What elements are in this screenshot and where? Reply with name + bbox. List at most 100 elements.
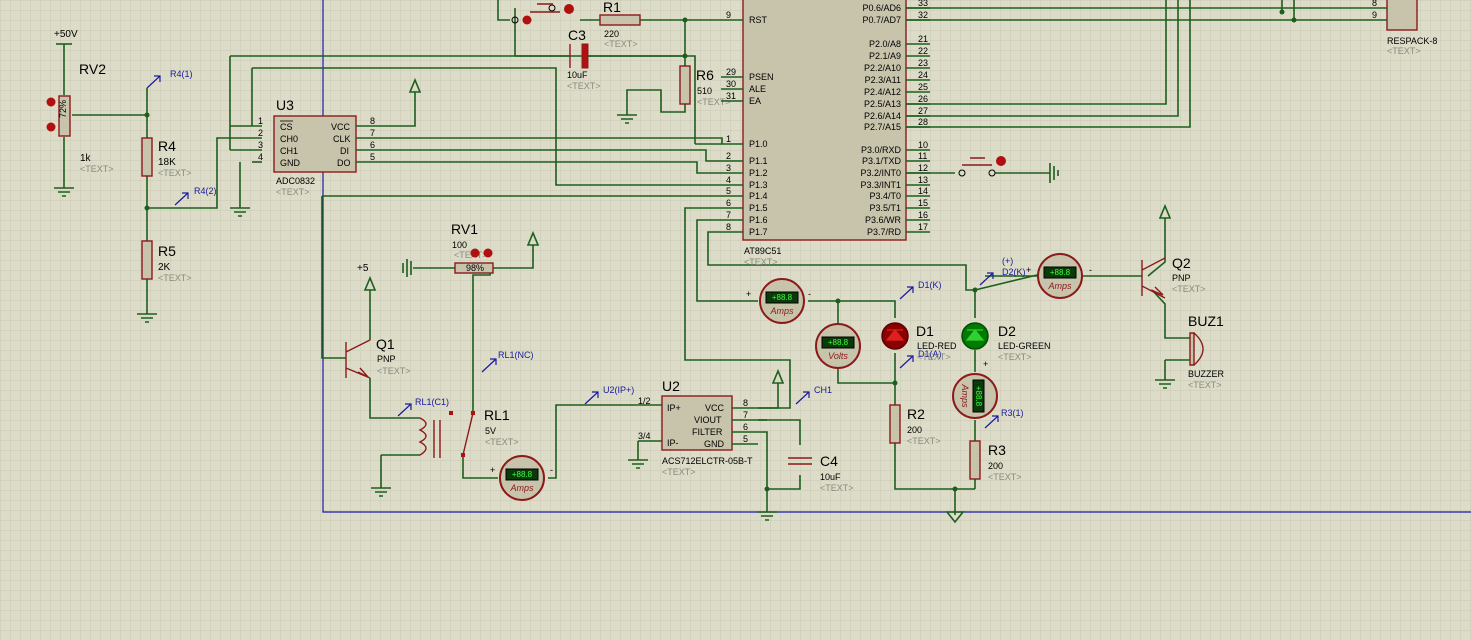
mcu-pin-p37rd: P3.7/RD	[867, 227, 902, 237]
c4-value: 10uF	[820, 472, 841, 482]
mcu-pin-num: 9	[726, 10, 731, 20]
respack-body	[1386, 0, 1418, 31]
u2-pin-num: 6	[743, 422, 748, 432]
r5-text-placeholder: <TEXT>	[158, 273, 192, 283]
u3-text-placeholder: <TEXT>	[276, 187, 310, 197]
probe-d1-a: D1(A)	[918, 349, 942, 359]
mcu-pin-p33int1: P3.3/INT1	[860, 180, 901, 190]
r3-resistor[interactable]: R3 200 <TEXT>	[945, 440, 1022, 524]
u3-pin-num: 8	[370, 116, 375, 126]
r4-ref: R4	[158, 138, 176, 154]
respack-text-placeholder: <TEXT>	[1387, 46, 1421, 56]
c4-text-placeholder: <TEXT>	[820, 483, 854, 493]
rv1-dec-handle-icon[interactable]	[470, 248, 480, 258]
buz1-text-placeholder: <TEXT>	[1188, 380, 1222, 390]
int0-button-handle-icon[interactable]	[996, 156, 1006, 166]
int0-button[interactable]	[958, 156, 1059, 183]
mcu-pin-p36wr: P3.6/WR	[865, 215, 902, 225]
mcu-ref: AT89C51	[744, 246, 781, 256]
d1-part: LED-RED	[917, 341, 957, 351]
u2-text-placeholder: <TEXT>	[662, 467, 696, 477]
respack-pin-num: 8	[1372, 0, 1377, 8]
reset-button-handle-icon[interactable]	[564, 4, 574, 14]
d1-led[interactable]: D1 LED-RED <TEXT>	[881, 322, 957, 362]
u3-pin-num: 6	[370, 140, 375, 150]
r6-text-placeholder: <TEXT>	[697, 97, 731, 107]
r4-resistor[interactable]: R4 18K <TEXT>	[141, 137, 192, 178]
r5-ref: R5	[158, 243, 176, 259]
rv2-inc-handle-icon[interactable]	[46, 122, 56, 132]
probe-labels: R4(1) R4(2) RL1(NC) RL1(C1) U2(IP+) CH1 …	[170, 69, 1026, 418]
u3-ref: U3	[276, 97, 294, 113]
u3-pin-clk: CLK	[333, 134, 351, 144]
mcu-pin-p07ad7: P0.7/AD7	[862, 15, 901, 25]
r1-body	[599, 14, 641, 26]
r1-resistor[interactable]: R1 220 <TEXT>	[599, 0, 641, 49]
r6-body	[679, 65, 691, 105]
mcu-pin-p23a11: P2.3/A11	[865, 75, 901, 85]
rv2-supply-label: +50V	[54, 29, 78, 40]
r6-resistor[interactable]: R6 510 <TEXT>	[617, 65, 731, 124]
u2-acs712[interactable]: U2 1/2 3/4 IP+ IP- VCC VIOUT FILTER GND …	[628, 368, 785, 477]
d1-ref: D1	[916, 323, 934, 339]
c4-ref: C4	[820, 453, 838, 469]
c3-capacitor[interactable]: C3 10uF <TEXT>	[566, 27, 601, 91]
u2-pin-viout: VIOUT	[694, 415, 722, 425]
mcu-pin-p06ad6: P0.6/AD6	[862, 3, 901, 13]
mcu-pin-p24a12: P2.4/A12	[864, 87, 901, 97]
u2-pin-ip-minus: IP-	[667, 438, 679, 448]
mcu-pin-p16: P1.6	[749, 215, 768, 225]
mcu-pin-p31txd: P3.1/TXD	[862, 156, 902, 166]
u2-pin-vcc: VCC	[705, 403, 725, 413]
probe-d1-k: D1(K)	[918, 280, 942, 290]
u3-body	[273, 115, 357, 173]
meter-unit-label: Amps	[509, 483, 534, 493]
u3-pin-di: DI	[340, 146, 349, 156]
r3-text-placeholder: <TEXT>	[988, 472, 1022, 482]
d1-text-placeholder: <TEXT>	[917, 352, 951, 362]
u2-ref: U2	[662, 378, 680, 394]
r4-body	[141, 137, 153, 177]
rl1-relay[interactable]: RL1 5V <TEXT>	[371, 407, 519, 497]
rv1-potentiometer[interactable]: RV1 100 <TEXT> 98%	[402, 221, 540, 277]
mcu-pin-num: 33	[918, 0, 928, 8]
mcu-pin-num: 23	[918, 58, 928, 68]
q2-transistor[interactable]: Q2 PNP <TEXT>	[1141, 203, 1206, 299]
c4-capacitor[interactable]: C4 10uF <TEXT>	[757, 453, 854, 521]
mcu-pin-ale: ALE	[749, 84, 766, 94]
r1-text-placeholder: <TEXT>	[604, 39, 638, 49]
q1-transistor[interactable]: +5 Q1 PNP <TEXT>	[345, 263, 411, 379]
rv2-dec-handle-icon[interactable]	[46, 97, 56, 107]
u3-adc0832[interactable]: U3 1 2 3 4 CS CH0 CH1 GND VCC CLK DI DO …	[230, 77, 422, 217]
u3-pin-num: 7	[370, 128, 375, 138]
reset-button[interactable]	[511, 3, 574, 25]
r2-resistor[interactable]: R2 200 <TEXT>	[889, 404, 941, 446]
mcu-pin-num: 14	[918, 186, 928, 196]
meter-plus-sign: +	[490, 465, 495, 475]
rl1-value: 5V	[485, 426, 496, 436]
buz1-buzzer[interactable]: BUZ1 BUZZER <TEXT>	[1155, 313, 1225, 390]
rv2-text-placeholder: <TEXT>	[80, 164, 114, 174]
d2-led[interactable]: D2 LED-GREEN <TEXT>	[961, 322, 1051, 362]
r6-value: 510	[697, 86, 712, 96]
buz1-ref: BUZ1	[1188, 313, 1224, 329]
respack-8[interactable]: 8 9 RESPACK-8 <TEXT>	[1371, 0, 1437, 56]
reset-probe-icon	[522, 15, 532, 25]
mcu-pin-num: 27	[918, 106, 928, 116]
rv1-inc-handle-icon[interactable]	[483, 248, 493, 258]
mcu-pin-num: 3	[726, 163, 731, 173]
rv2-potentiometer[interactable]: +50V RV2 72% 1k <TEXT>	[46, 29, 114, 197]
mcu-pin-num: 29	[726, 67, 736, 77]
r5-resistor[interactable]: R5 2K <TEXT>	[137, 240, 192, 323]
r3-ref: R3	[988, 442, 1006, 458]
rv1-value: 100	[452, 240, 467, 250]
probes	[146, 75, 999, 429]
rv1-setting: 98%	[466, 263, 484, 273]
